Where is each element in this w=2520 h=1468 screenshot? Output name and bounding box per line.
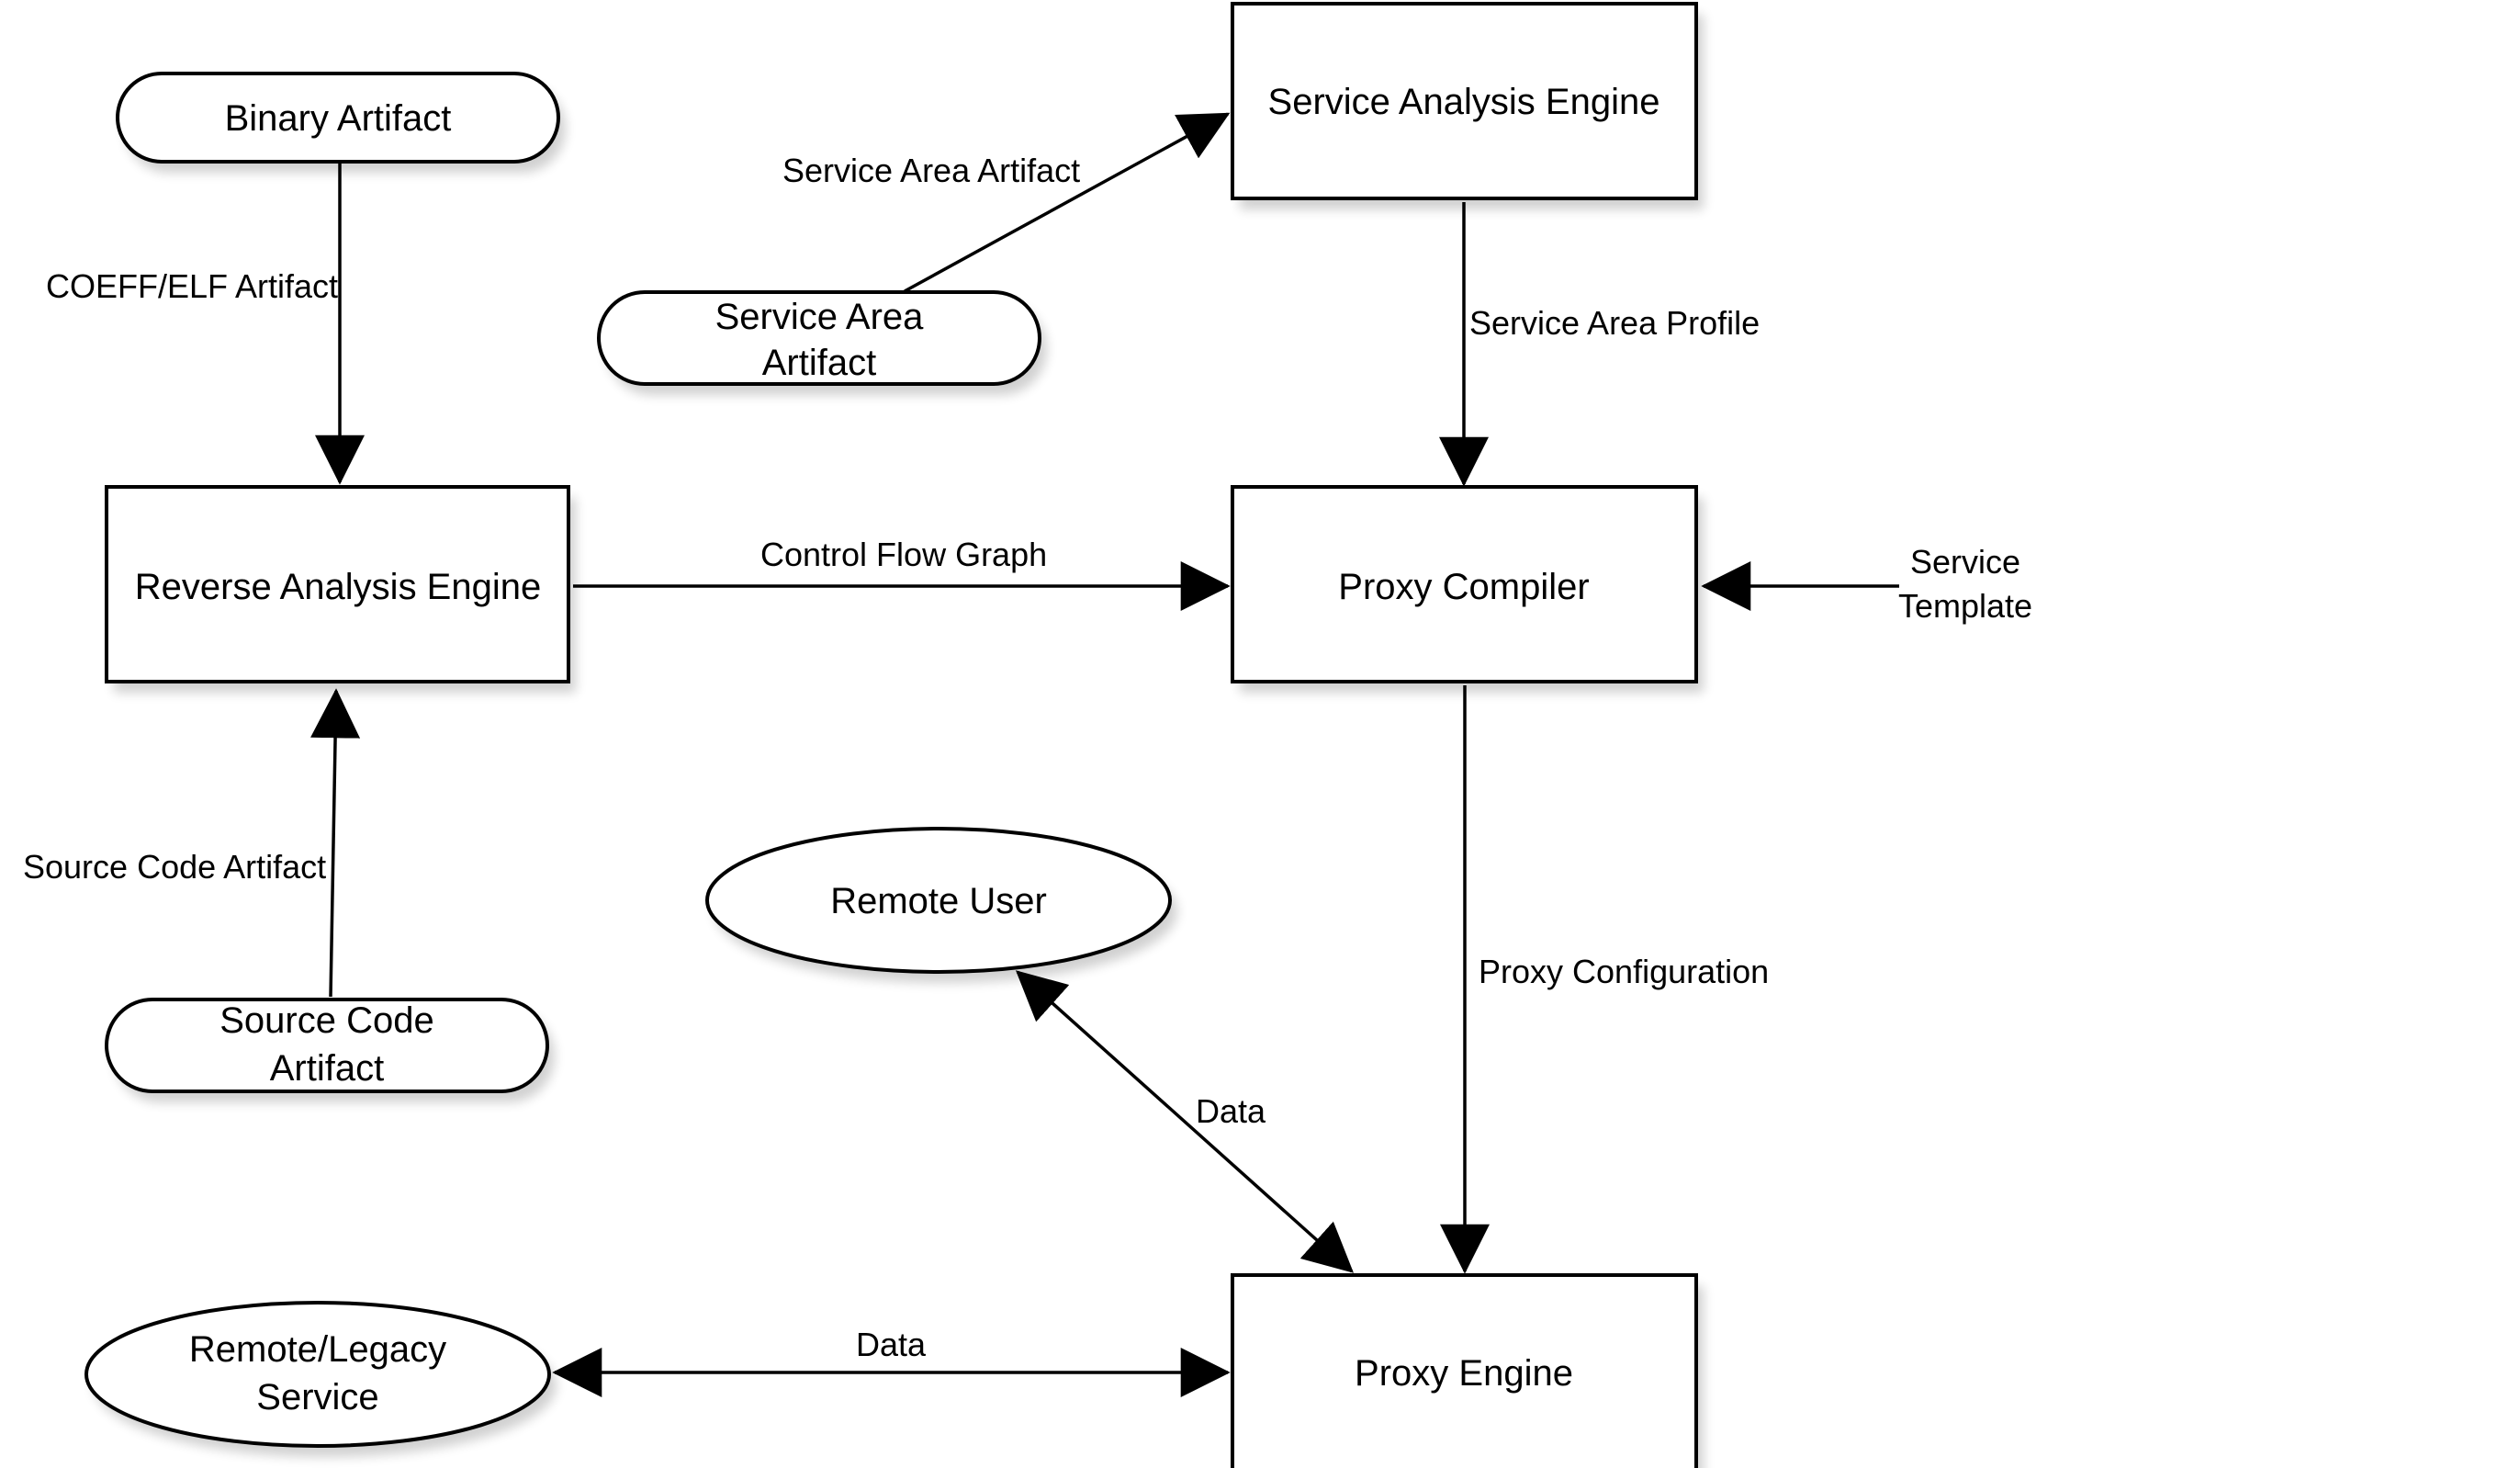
edge-source-code-artifact: Source Code Artifact: [23, 688, 361, 998]
node-label-binary-artifact: Binary Artifact: [225, 98, 452, 139]
node-label-remote-user: Remote User: [830, 881, 1047, 921]
node-remote-legacy-service: Remote/Legacy Service: [84, 1301, 557, 1457]
node-label-remote-legacy-service-line1: Remote/Legacy: [189, 1329, 446, 1370]
node-reverse-analysis-engine: Reverse Analysis Engine: [105, 485, 576, 693]
node-label-service-area-artifact-line1: Service Area: [715, 297, 925, 337]
edge-label-service-template-line1: Service: [1910, 543, 2020, 581]
node-label-proxy-engine: Proxy Engine: [1355, 1353, 1573, 1394]
edge-label-service-area-artifact: Service Area Artifact: [782, 152, 1080, 189]
edge-service-area-artifact: Service Area Artifact: [782, 112, 1231, 293]
edge-label-proxy-configuration: Proxy Configuration: [1479, 953, 1769, 990]
node-label-service-area-artifact-line2: Artifact: [762, 343, 876, 383]
node-label-source-code-artifact-line1: Source Code: [219, 1000, 433, 1041]
edge-control-flow-graph: Control Flow Graph: [573, 536, 1231, 611]
node-label-remote-legacy-service-line2: Service: [256, 1377, 378, 1417]
edge-service-template: Service Template: [1701, 543, 2032, 625]
node-proxy-compiler: Proxy Compiler: [1231, 485, 1704, 693]
edge-label-service-area-profile: Service Area Profile: [1469, 304, 1760, 342]
edge-label-source-code-artifact: Source Code Artifact: [23, 848, 326, 886]
node-label-proxy-compiler: Proxy Compiler: [1338, 567, 1589, 607]
edge-label-coeff-elf: COEFF/ELF Artifact: [46, 267, 338, 305]
edge-service-area-profile: Service Area Profile: [1439, 202, 1760, 487]
node-source-code-artifact: Source Code Artifact: [105, 998, 555, 1102]
edge-coeff-elf: COEFF/ELF Artifact: [46, 164, 365, 485]
edge-legacy-data: Data: [552, 1326, 1231, 1397]
edge-label-control-flow-graph: Control Flow Graph: [760, 536, 1047, 573]
node-service-analysis-engine: Service Analysis Engine: [1231, 2, 1704, 209]
node-binary-artifact: Binary Artifact: [116, 72, 566, 173]
node-service-area-artifact: Service Area Artifact: [597, 290, 1047, 395]
edge-label-service-template-line2: Template: [1898, 587, 2032, 625]
edge-remote-user-data: Data: [1015, 970, 1355, 1273]
node-label-source-code-artifact-line2: Artifact: [270, 1048, 384, 1089]
node-label-reverse-analysis-engine: Reverse Analysis Engine: [135, 567, 541, 607]
edge-proxy-configuration: Proxy Configuration: [1440, 685, 1769, 1274]
edge-label-legacy-data: Data: [856, 1326, 927, 1363]
edge-label-remote-user-data: Data: [1196, 1092, 1266, 1130]
node-label-service-analysis-engine: Service Analysis Engine: [1268, 82, 1660, 122]
node-proxy-engine: Proxy Engine: [1231, 1273, 1704, 1468]
node-remote-user: Remote User: [705, 827, 1177, 983]
